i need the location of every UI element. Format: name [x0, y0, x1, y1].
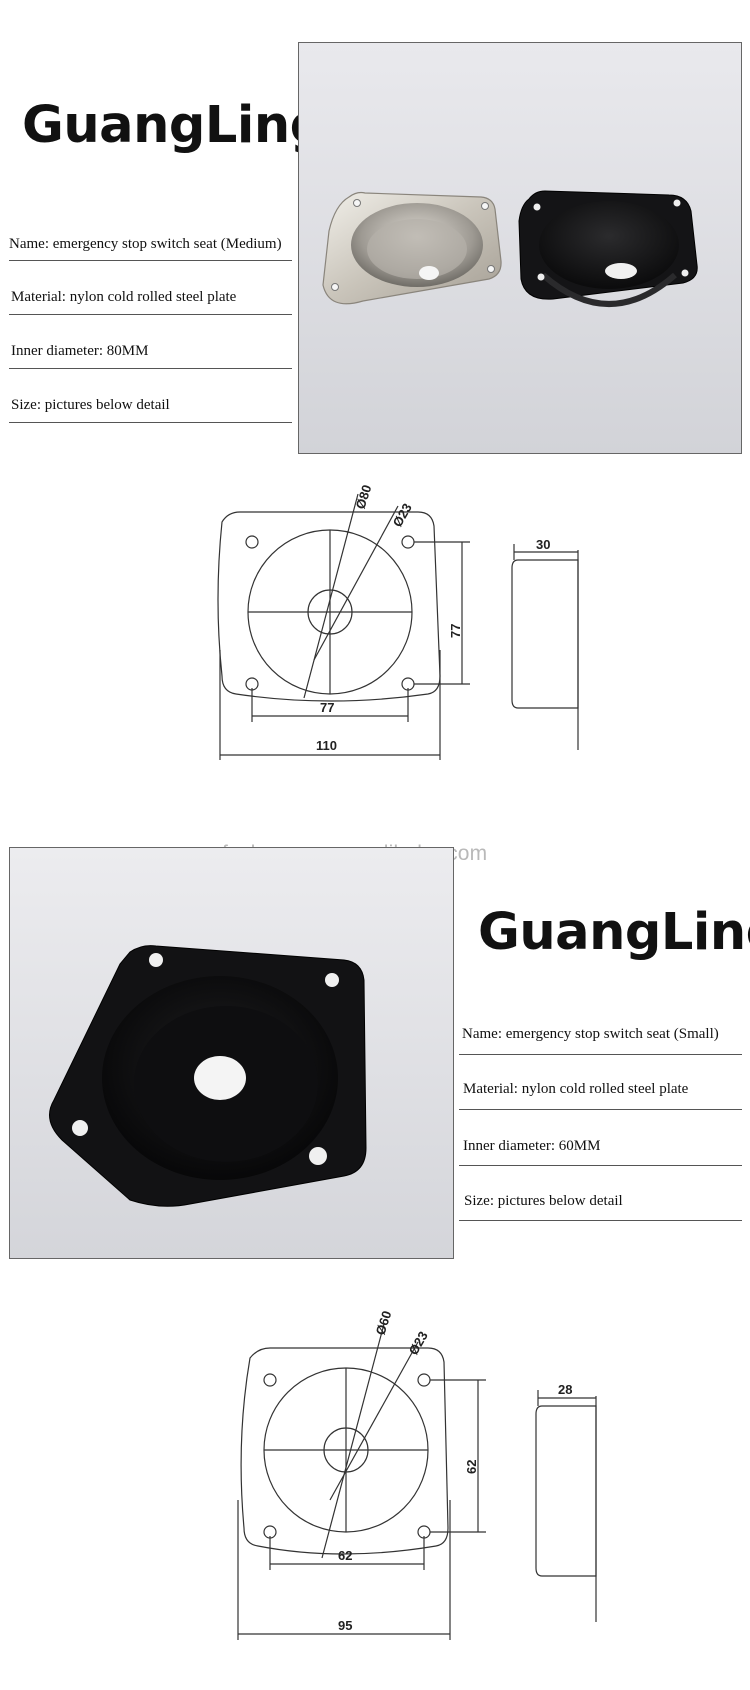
steel-seat [322, 191, 502, 305]
spec-diameter-medium: Inner diameter: 80MM [11, 343, 149, 359]
dim-overall-medium: 110 [316, 738, 337, 753]
spec-divider [9, 368, 292, 369]
spec-divider [459, 1220, 742, 1221]
spec-size-medium: Size: pictures below detail [11, 397, 170, 413]
spec-divider [9, 314, 292, 315]
spec-divider [459, 1165, 742, 1166]
dim-hole-span-medium: 77 [320, 700, 334, 715]
dim-dia-inner-small: Ø23 [406, 1329, 431, 1358]
dim-depth-medium: 30 [536, 537, 550, 552]
spec-material-small: Material: nylon cold rolled steel plate [463, 1081, 689, 1097]
spec-divider [9, 260, 292, 261]
dim-depth-small: 28 [558, 1382, 572, 1397]
spec-divider [459, 1054, 742, 1055]
product-photo-medium [298, 42, 742, 454]
black-seat [518, 190, 698, 307]
spec-divider [459, 1109, 742, 1110]
brand-title-small: GuangLing [478, 903, 750, 962]
dim-vertical-medium: 77 [448, 624, 463, 638]
dim-hole-span-small: 62 [338, 1548, 352, 1563]
spec-diameter-small: Inner diameter: 60MM [463, 1138, 601, 1154]
dim-dia-inner-medium: Ø23 [390, 501, 415, 530]
spec-divider [9, 422, 292, 423]
product-photo-small [9, 847, 454, 1259]
dim-dia-outer-small: Ø60 [373, 1309, 395, 1337]
technical-drawing-medium: Ø80 Ø23 77 77 110 30 [217, 483, 579, 760]
dim-vertical-small: 62 [464, 1460, 479, 1474]
spec-name-medium: Name: emergency stop switch seat (Medium… [9, 236, 282, 252]
spec-size-small: Size: pictures below detail [464, 1193, 623, 1209]
spec-name-small: Name: emergency stop switch seat (Small) [462, 1026, 719, 1042]
brand-title-medium: GuangLing [22, 96, 326, 155]
dim-overall-small: 95 [338, 1618, 352, 1633]
spec-material-medium: Material: nylon cold rolled steel plate [11, 289, 237, 305]
technical-drawing-small: Ø60 Ø23 62 62 95 28 [237, 1309, 597, 1640]
black-seat-small [49, 945, 367, 1207]
dim-dia-outer-medium: Ø80 [353, 483, 375, 511]
